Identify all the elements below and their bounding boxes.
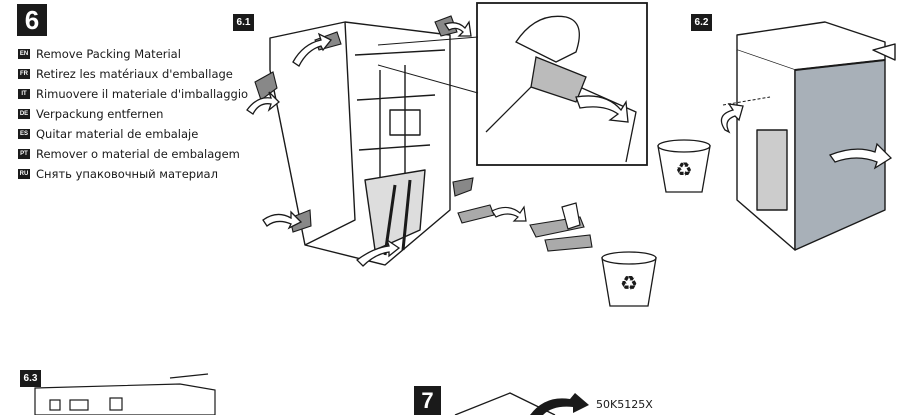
instruction-text: Rimuovere il materiale d'imballaggio: [36, 87, 249, 101]
substep-6-2-label: 6.2: [691, 14, 712, 31]
substep-6-3-label: 6.3: [20, 370, 41, 387]
instruction-text: Quitar material de embalaje: [36, 127, 199, 141]
recycle-bin-1: ♻: [601, 251, 657, 307]
instruction-es: ES Quitar material de embalaje: [18, 124, 248, 144]
instruction-pt: PT Remover o material de embalagem: [18, 144, 248, 164]
lang-code: IT: [18, 89, 30, 99]
instruction-it: IT Rimuovere il materiale d'imballaggio: [18, 84, 248, 104]
instruction-ru: RU Снять упаковочный материал: [18, 164, 248, 184]
substep-6-1-label: 6.1: [233, 14, 254, 31]
lang-code: DE: [18, 109, 30, 119]
recycle-bin-2: ♻: [657, 139, 711, 193]
instruction-text: Remove Packing Material: [36, 47, 181, 61]
lang-code: EN: [18, 49, 30, 59]
tape-zoom-inset: [476, 2, 648, 166]
removed-tape-illustration: [457, 202, 593, 252]
finisher-side-illustration: [720, 21, 896, 251]
lang-code: FR: [18, 69, 30, 79]
step-6-number: 6: [17, 4, 47, 36]
instruction-en: EN Remove Packing Material: [18, 44, 248, 64]
finisher-open-illustration: [246, 15, 474, 267]
lang-code: RU: [18, 169, 30, 179]
instruction-text: Retirez les matériaux d'emballage: [36, 67, 233, 81]
instruction-fr: FR Retirez les matériaux d'emballage: [18, 64, 248, 84]
instruction-text: Снять упаковочный материал: [36, 167, 218, 181]
svg-text:♻: ♻: [675, 159, 692, 181]
instruction-de: DE Verpackung entfernen: [18, 104, 248, 124]
instruction-text: Remover o material de embalagem: [36, 147, 240, 161]
lang-code: ES: [18, 129, 30, 139]
instruction-text: Verpackung entfernen: [36, 107, 164, 121]
lang-code: PT: [18, 149, 30, 159]
step-7-illustration: [454, 392, 589, 415]
callout-line: [377, 36, 479, 94]
printer-top-illustration: [34, 373, 216, 415]
instruction-list: EN Remove Packing Material FR Retirez les …: [18, 44, 248, 184]
svg-text:♻: ♻: [620, 271, 638, 295]
step-7-number: 7: [414, 386, 441, 415]
part-number-label: 50K5125X: [596, 398, 653, 411]
